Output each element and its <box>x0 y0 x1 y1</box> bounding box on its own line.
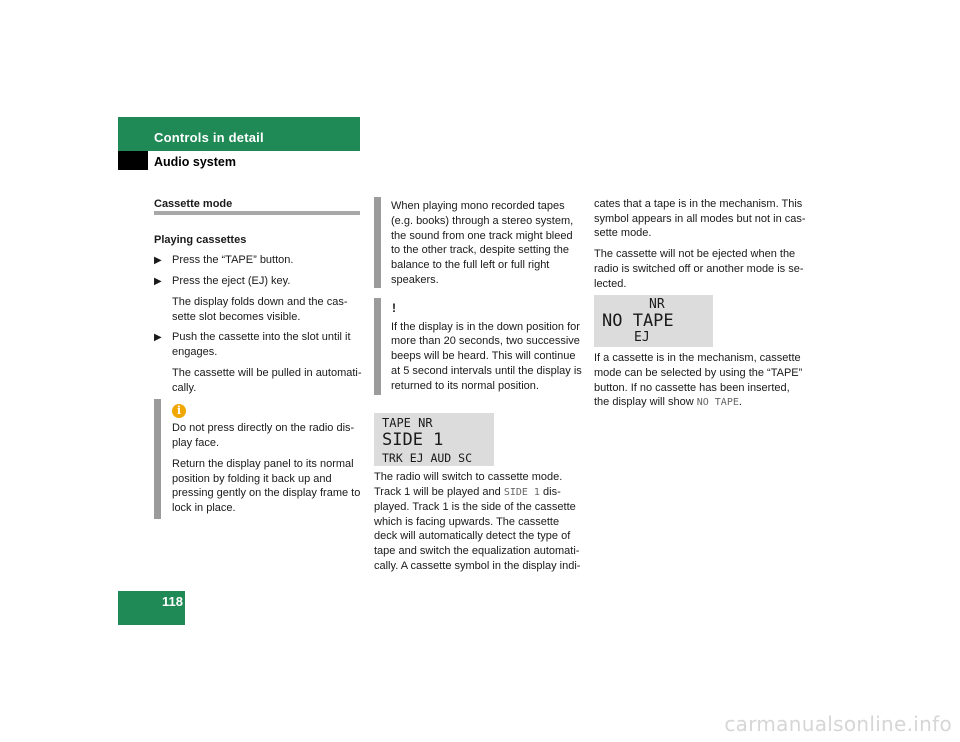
body-line: button. If no cassette has been inserted… <box>594 382 790 394</box>
body-line: which is facing upwards. The cassette <box>374 516 560 528</box>
mono-note-line: to the other track, despite setting the <box>391 244 569 256</box>
info-note-line: Return the display panel to its normal <box>172 458 354 470</box>
body-line: sette mode. <box>594 227 652 239</box>
info-note-line: position by folding it back up and <box>172 473 332 485</box>
info-note-line: Do not press directly on the radio dis- <box>172 422 355 434</box>
warning-note-line: at 5 second intervals until the display … <box>391 365 582 377</box>
body-line: the display will show NO TAPE. <box>594 396 742 408</box>
body-line: If a cassette is in the mechanism, casse… <box>594 352 801 364</box>
header-title: Controls in detail <box>154 130 264 145</box>
mono-note-line: (e.g. books) through a stereo system, <box>391 215 574 227</box>
body-line: deck will automatically detect the type … <box>374 530 571 542</box>
header-band <box>118 117 360 151</box>
page-number: 118 <box>162 594 183 609</box>
step-2-result-line: The display folds down and the cas- <box>172 296 348 308</box>
mono-note-line: the sound from one track might bleed <box>391 230 573 242</box>
body-line: lected. <box>594 278 627 290</box>
info-note-line: lock in place. <box>172 502 236 514</box>
header-marker <box>118 151 148 170</box>
section-title: Cassette mode <box>154 198 233 210</box>
header-subtitle: Audio system <box>154 155 236 169</box>
display-line: NO TAPE <box>602 311 674 331</box>
subsection-title: Playing cassettes <box>154 234 247 246</box>
step-2: Press the eject (EJ) key. <box>172 275 291 287</box>
display-line: EJ <box>634 330 650 345</box>
info-note-bar <box>154 399 161 519</box>
warning-note-line: beeps will be heard. This will continue <box>391 350 576 362</box>
display-line: NR <box>649 297 665 312</box>
mono-note-line: speakers. <box>391 274 439 286</box>
bullet-arrow-icon: ▶ <box>154 332 162 343</box>
bullet-arrow-icon: ▶ <box>154 276 162 287</box>
step-3-result-line: The cassette will be pulled in automati- <box>172 367 362 379</box>
body-line: cates that a tape is in the mechanism. T… <box>594 198 803 210</box>
body-line: played. Track 1 is the side of the casse… <box>374 501 576 513</box>
page-number-band <box>118 591 185 625</box>
display-line: SIDE 1 <box>382 430 444 450</box>
step-1: Press the “TAPE” button. <box>172 254 294 266</box>
mono-note-bar <box>374 197 381 288</box>
radio-display-no-tape: NR NO TAPE EJ <box>594 295 713 347</box>
warning-note-line: If the display is in the down position f… <box>391 321 580 333</box>
body-line: mode can be selected by using the “TAPE” <box>594 367 803 379</box>
body-line: The cassette will not be ejected when th… <box>594 248 796 260</box>
info-note-line: pressing gently on the display frame to <box>172 487 361 499</box>
body-line: cally. A cassette symbol in the display … <box>374 560 581 572</box>
step-3-line: Push the cassette into the slot until it <box>172 331 351 343</box>
section-divider <box>154 211 360 215</box>
warning-icon: ! <box>392 301 396 315</box>
mono-note-line: When playing mono recorded tapes <box>391 200 565 212</box>
warning-note-bar <box>374 298 381 395</box>
warning-note-line: returned to its normal position. <box>391 380 539 392</box>
bullet-arrow-icon: ▶ <box>154 255 162 266</box>
warning-note-line: more than 20 seconds, two successive <box>391 335 580 347</box>
body-line: The radio will switch to cassette mode. <box>374 471 563 483</box>
step-3-result-line: cally. <box>172 382 197 394</box>
display-line: TAPE NR <box>382 416 433 430</box>
info-icon: i <box>172 404 186 418</box>
step-2-result-line: sette slot becomes visible. <box>172 311 301 323</box>
step-3-line: engages. <box>172 346 218 358</box>
body-line: radio is switched off or another mode is… <box>594 263 804 275</box>
body-line: tape and switch the equalization automat… <box>374 545 580 557</box>
body-line: Track 1 will be played and SIDE 1 dis- <box>374 486 561 498</box>
info-note-line: play face. <box>172 437 220 449</box>
mono-note-line: balance to the full left or full right <box>391 259 550 271</box>
body-line: symbol appears in all modes but not in c… <box>594 213 806 225</box>
watermark-logo: carmanualsonline.info <box>724 712 952 736</box>
radio-display-tape: TAPE NR SIDE 1 TRK EJ AUD SC <box>374 413 494 466</box>
display-line: TRK EJ AUD SC <box>382 451 473 465</box>
